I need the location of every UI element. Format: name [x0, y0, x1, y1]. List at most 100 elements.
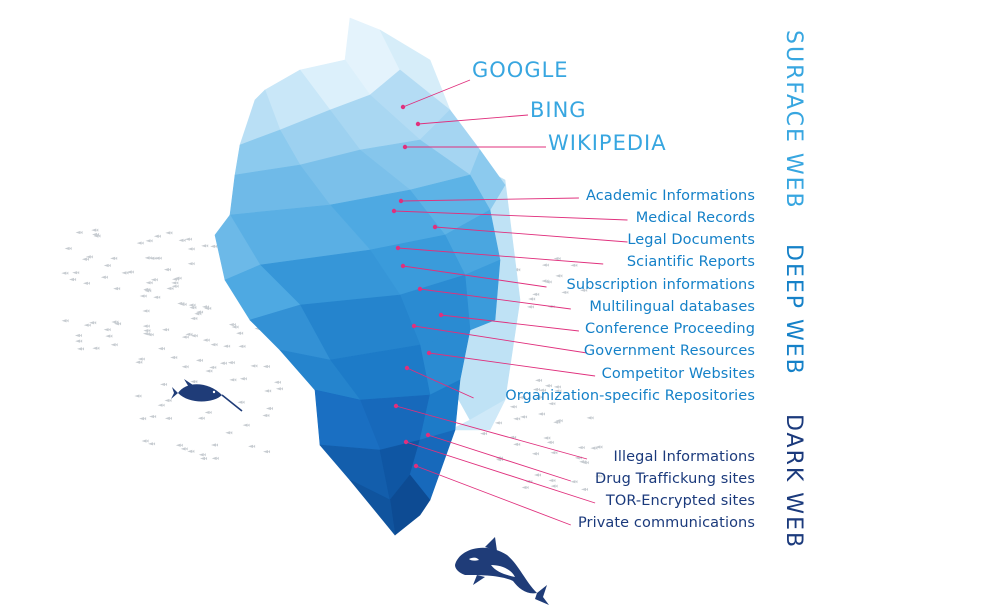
dark-item-1: Drug Traffickung sites [594, 471, 755, 487]
fish-icon [163, 268, 171, 272]
fish-icon [110, 256, 118, 261]
fish-icon [165, 231, 173, 235]
fish-icon [185, 332, 193, 336]
fish-icon [89, 321, 97, 325]
fish-icon [577, 445, 585, 450]
fish-icon [157, 347, 165, 351]
fish-icon [210, 343, 218, 347]
deep-item-0: Academic Informations [586, 188, 755, 204]
fish-icon [550, 451, 558, 455]
leader-line [393, 210, 628, 221]
fish-icon [126, 270, 134, 274]
dark-item-0: Illegal Informations [613, 449, 755, 465]
fish-icon [157, 403, 165, 407]
fish-icon [92, 232, 100, 237]
fish-icon [190, 316, 198, 321]
dark-item-3: Private communications [577, 515, 755, 531]
fish-icon [61, 271, 69, 275]
fish-icon [521, 485, 529, 490]
fish-icon [196, 310, 204, 314]
fish-icon [190, 334, 198, 338]
fish-icon [509, 435, 517, 440]
iceberg-facet [319, 444, 391, 501]
fish-icon [174, 276, 182, 280]
fish-icon [177, 301, 185, 306]
fish-icon [227, 361, 235, 365]
fish-icon [111, 320, 119, 324]
anchor-dot [432, 224, 438, 230]
anchor-dot [395, 245, 401, 251]
iceberg-facet [449, 399, 506, 431]
fish-icon [236, 331, 244, 335]
fish-icon [205, 369, 213, 373]
fish-icon [103, 263, 111, 268]
fish-icon [190, 379, 198, 384]
deep-item-5: Multilingual databases [589, 299, 755, 315]
fish-icon [100, 275, 108, 279]
fish-icon [273, 380, 281, 384]
deep-item-6: Conference Proceeding [584, 321, 755, 337]
fish-icon [180, 447, 188, 451]
fish-icon [189, 306, 197, 310]
fish-icon [76, 347, 84, 351]
fish-icon [64, 246, 72, 251]
fish-icon [533, 473, 541, 477]
deep-item-2: Legal Documents [627, 232, 755, 248]
fish-icon [197, 416, 205, 420]
fish-icon [535, 395, 543, 399]
surface-web-label: SURFACE WEB [781, 30, 806, 210]
deep-item-4: Subscription informations [566, 277, 755, 293]
surface-item-2: WIKIPEDIA [548, 131, 667, 155]
fish-icon [72, 271, 80, 275]
fish-icon [228, 323, 236, 327]
fish-icon [211, 456, 219, 460]
fish-icon [137, 357, 145, 361]
fish-icon [580, 288, 588, 292]
fish-icon [538, 388, 546, 392]
fish-icon [181, 335, 189, 339]
fish-icon [223, 344, 231, 348]
fish-icon [242, 423, 250, 427]
anchor-dot [393, 403, 399, 409]
fish-icon [509, 405, 517, 409]
fish-icon [548, 478, 556, 483]
fish-icon [595, 445, 603, 449]
fish-icon [265, 406, 273, 411]
fish-icon [275, 387, 283, 391]
fish-icon [554, 389, 562, 393]
deep-item-8: Competitor Websites [601, 366, 755, 382]
fish-icon [550, 484, 558, 488]
fish-icon [553, 385, 561, 389]
fish-icon [139, 417, 147, 421]
fish-icon [546, 440, 554, 444]
fish-icon [145, 239, 153, 243]
fish-icon [82, 281, 90, 285]
fish-icon [555, 274, 563, 278]
fish-icon [194, 312, 202, 316]
leader-line [440, 314, 579, 332]
fish-icon [532, 292, 540, 296]
fish-icon [142, 324, 150, 328]
fish-icon [162, 328, 170, 332]
deep-item-1: Medical Records [635, 210, 755, 226]
fish-icon [496, 458, 504, 462]
leader-line [400, 197, 579, 202]
fish-icon [146, 333, 154, 337]
leader-line [428, 352, 596, 377]
fish-icon [210, 443, 218, 447]
fish-icon [204, 410, 212, 415]
fish-icon [145, 281, 153, 285]
dark-item-2: TOR-Encrypted sites [605, 493, 755, 509]
fish-icon [74, 333, 82, 338]
anchor-dot [438, 312, 444, 318]
fish-icon [574, 456, 582, 460]
leader-line [419, 288, 571, 310]
fish-icon [535, 378, 543, 383]
fish-icon [134, 394, 142, 398]
fish-icon [248, 444, 256, 448]
fish-icon [541, 279, 549, 283]
fish-icon [187, 262, 195, 266]
leader-line [397, 247, 604, 265]
